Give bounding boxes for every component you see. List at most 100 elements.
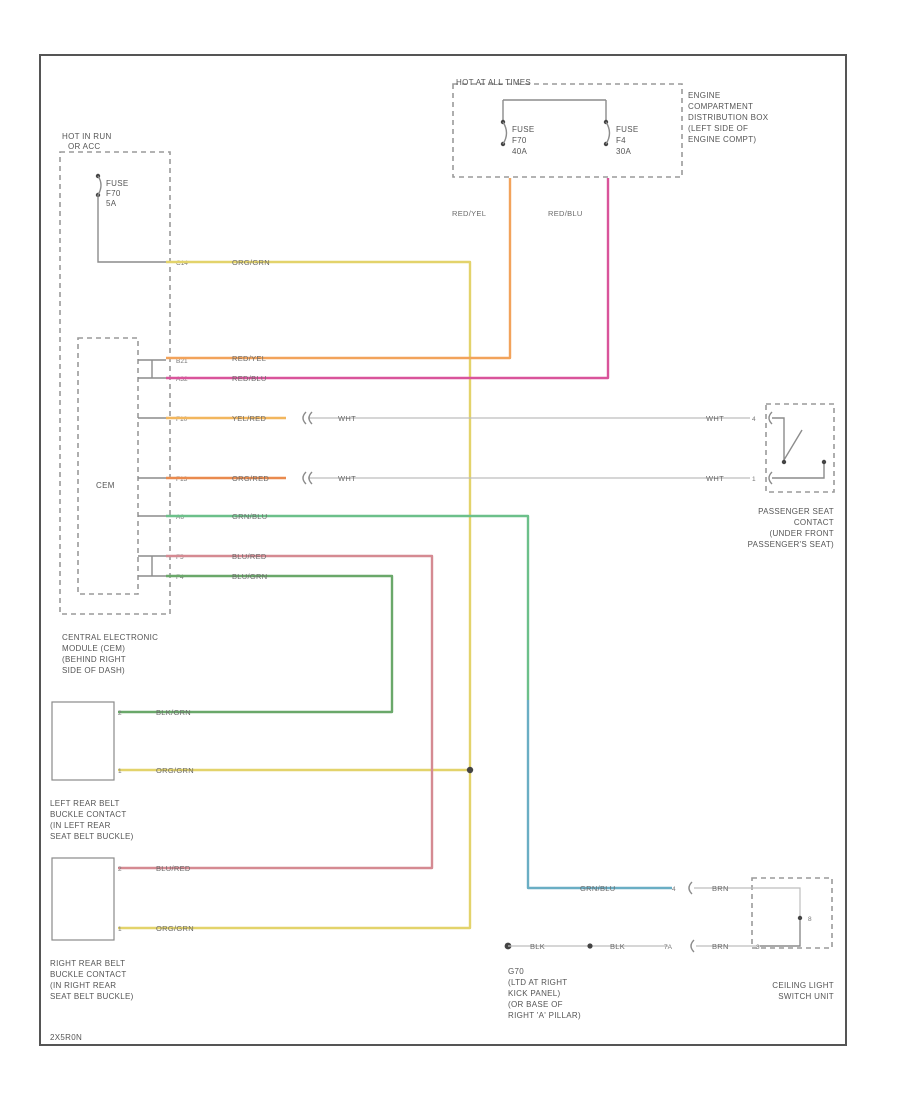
ground-label-5: RIGHT 'A' PILLAR) xyxy=(508,1011,581,1020)
ground-splice xyxy=(587,943,593,949)
pin-f13: F13 xyxy=(176,476,188,483)
pin-f4: F4 xyxy=(176,574,184,581)
wire-label-red-yel: RED/YEL xyxy=(232,354,266,363)
left-rear-label-1: LEFT REAR BELT xyxy=(50,799,120,808)
pin-b21: B21 xyxy=(176,358,188,365)
fuse-small-label-b: F70 xyxy=(106,189,121,198)
pin-f10: F10 xyxy=(176,416,188,423)
wire-label-wht-2: WHT xyxy=(338,474,356,483)
passenger-seat-contact-border xyxy=(765,403,835,493)
hot-in-run-sub-label: OR ACC xyxy=(68,142,100,151)
passenger-seat-switch-contact xyxy=(821,459,827,465)
hot-in-run-label: HOT IN RUN xyxy=(62,132,112,141)
passenger-seat-connector-icons xyxy=(768,411,773,485)
cem-desc-2: MODULE (CEM) xyxy=(62,644,125,653)
pin-ps-1: 1 xyxy=(752,476,756,483)
cem-fuse-area-border xyxy=(59,151,171,615)
wire-label-brn-top: BRN xyxy=(712,884,729,893)
passenger-seat-label-2: CONTACT xyxy=(794,518,834,527)
wire-label-org-grn-right: ORG/GRN xyxy=(156,924,194,933)
cem-desc-4: SIDE OF DASH) xyxy=(62,666,125,675)
wire-label-wht-1: WHT xyxy=(338,414,356,423)
wire-label-blk-grn-left: BLK/GRN xyxy=(156,708,191,717)
pin-rr-1: 1 xyxy=(118,926,122,933)
connector-icon-1 xyxy=(302,411,313,425)
cem-label: CEM xyxy=(96,481,115,490)
right-rear-label-2: BUCKLE CONTACT xyxy=(50,970,127,979)
fuse1-label-c: 40A xyxy=(512,147,527,156)
right-rear-label-3: (IN RIGHT REAR xyxy=(50,981,116,990)
wire-label-org-grn-left: ORG/GRN xyxy=(156,766,194,775)
wire-brn-top xyxy=(694,887,801,920)
ground-label-1: G70 xyxy=(508,967,524,976)
pin-rr-2: 2 xyxy=(118,866,122,873)
diagram-frame xyxy=(39,54,847,1046)
passenger-seat-switch-icon xyxy=(772,417,825,479)
wire-label-red-blu: RED/BLU xyxy=(232,374,267,383)
wire-label-blu-grn: BLU/GRN xyxy=(232,572,267,581)
wire-label-blu-red: BLU/RED xyxy=(232,552,267,561)
pin-lr-1: 1 xyxy=(118,768,122,775)
ceiling-light-label-1: CEILING LIGHT xyxy=(772,981,834,990)
pin-a6: A6 xyxy=(176,514,184,521)
fuse2-label-c: 30A xyxy=(616,147,631,156)
fuse-small-icon xyxy=(97,175,102,196)
fuse-small-feed-wire xyxy=(97,195,166,263)
wire-label-wht-r2: WHT xyxy=(706,474,724,483)
pin-7a: 7A xyxy=(664,944,673,951)
fuse2-icon xyxy=(605,121,611,145)
engine-box-label-3: DISTRIBUTION BOX xyxy=(688,113,769,122)
wire-grn-blu-lower xyxy=(526,700,672,890)
wire-label-blk2: BLK xyxy=(610,942,625,951)
wire-red-yel xyxy=(166,178,512,360)
wire-label-red-blu-top: RED/BLU xyxy=(548,209,583,218)
wire-blu-red xyxy=(118,554,434,870)
left-rear-label-3: (IN LEFT REAR xyxy=(50,821,111,830)
fuse2-label-a: FUSE xyxy=(616,125,639,134)
engine-box-label-1: ENGINE xyxy=(688,91,720,100)
cem-desc-3: (BEHIND RIGHT xyxy=(62,655,126,664)
pin-c14: C14 xyxy=(176,260,188,267)
left-rear-label-2: BUCKLE CONTACT xyxy=(50,810,127,819)
wire-label-brn-bottom: BRN xyxy=(712,942,729,951)
right-rear-label-4: SEAT BELT BUCKLE) xyxy=(50,992,134,1001)
left-rear-buckle-box xyxy=(51,701,115,781)
ceiling-switch-internal xyxy=(760,920,801,947)
pin-a32: A32 xyxy=(176,376,188,383)
pin-cl-4: 4 xyxy=(672,886,676,893)
right-rear-label-1: RIGHT REAR BELT xyxy=(50,959,125,968)
wire-label-blk: BLK xyxy=(530,942,545,951)
passenger-seat-label-1: PASSENGER SEAT xyxy=(758,507,834,516)
ceiling-light-switch-border xyxy=(751,877,833,949)
wire-label-org-red: ORG/RED xyxy=(232,474,269,483)
fuse-bus-bar xyxy=(502,99,607,120)
ceiling-switch-contact xyxy=(797,915,803,921)
wire-label-grn-blu: GRN/BLU xyxy=(232,512,267,521)
engine-box-label-5: ENGINE COMPT) xyxy=(688,135,756,144)
splice-org-grn xyxy=(466,766,474,774)
wire-label-wht-r1: WHT xyxy=(706,414,724,423)
connector-icon-2 xyxy=(302,471,313,485)
ground-label-3: KICK PANEL) xyxy=(508,989,561,998)
pin-ps-4: 4 xyxy=(752,416,756,423)
pin-lr-2: 2 xyxy=(118,710,122,717)
wire-org-grn-trunk xyxy=(118,260,472,930)
fuse1-label-a: FUSE xyxy=(512,125,535,134)
cem-pin-stubs xyxy=(138,359,166,577)
pin-cl-3: 3 xyxy=(756,944,760,951)
fuse1-label-b: F70 xyxy=(512,136,527,145)
wire-label-grn-blu-bottom: GRN/BLU xyxy=(580,884,615,893)
diagram-id: 2X5R0N xyxy=(50,1033,82,1042)
ceiling-connector-icon-bottom xyxy=(690,939,695,953)
left-rear-label-4: SEAT BELT BUCKLE) xyxy=(50,832,134,841)
ground-label-4: (OR BASE OF xyxy=(508,1000,563,1009)
ceiling-light-label-2: SWITCH UNIT xyxy=(778,992,834,1001)
wire-red-blu xyxy=(166,178,610,380)
wire-label-blu-red-right: BLU/RED xyxy=(156,864,191,873)
ground-label-2: (LTD AT RIGHT xyxy=(508,978,567,987)
wire-label-yel-red: YEL/RED xyxy=(232,414,266,423)
cem-desc-1: CENTRAL ELECTRONIC xyxy=(62,633,158,642)
engine-distribution-box-border xyxy=(452,83,683,178)
wire-grn-blu-upper xyxy=(166,514,530,700)
